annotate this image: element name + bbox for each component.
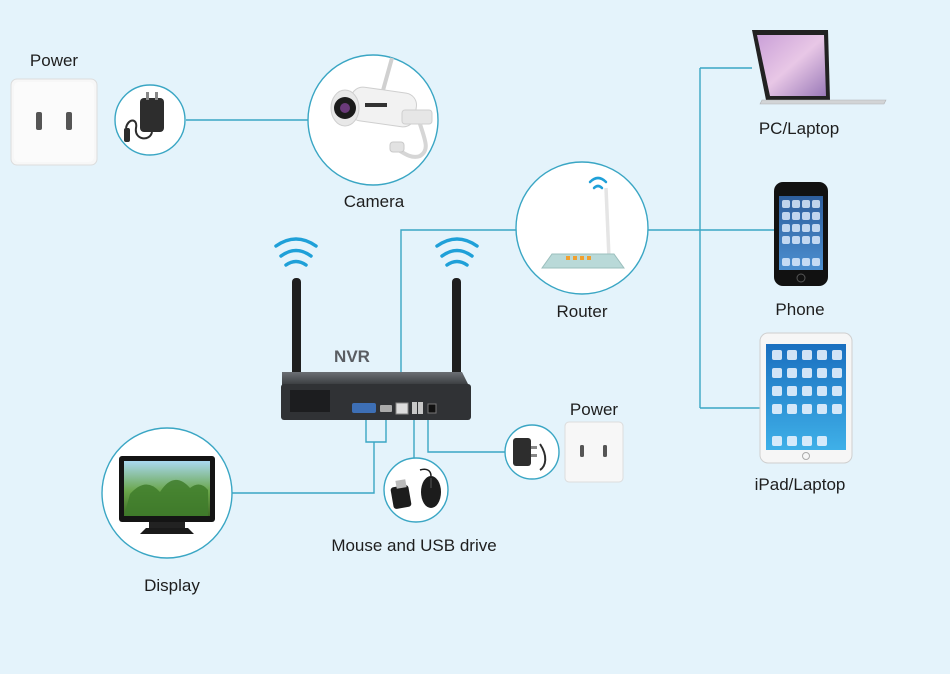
line-nvr-power [427,420,506,453]
router-device [515,161,649,295]
camera-label: Camera [343,192,405,211]
usb-port [418,402,423,414]
ipad-device [759,332,853,464]
mouse-usb-device [383,457,449,523]
usb-port [412,402,417,414]
power-label-top: Power [29,51,79,70]
display-device [101,427,233,559]
nvr-device [274,237,479,420]
display-label: Display [144,576,200,595]
pc-laptop-label: PC/Laptop [758,119,840,138]
phone-label: Phone [775,300,825,319]
phone-device [774,182,828,286]
line-nvr-video-bracket [365,420,387,443]
vga-port [352,403,376,413]
line-nvr-router [400,229,516,405]
lan-port [395,402,409,415]
power-outlet-bottom [564,421,624,483]
connector-lines [186,67,774,494]
mouse-usb-label: Mouse and USB drive [331,536,497,555]
wifi-icon [435,237,479,267]
ipad-laptop-label: iPad/Laptop [754,475,846,494]
nvr-label: NVR [334,347,370,366]
laptop-device [752,30,887,105]
wifi-icon [274,237,318,267]
power-adapter-top [114,84,186,156]
router-label: Router [556,302,608,321]
power-port [427,403,437,414]
power-label-bottom: Power [569,400,619,419]
nvr-antenna-right [452,278,461,398]
camera-device [307,54,439,186]
wifi-icon [588,176,608,190]
hdmi-port [380,405,392,412]
line-nvr-display [232,442,375,494]
nvr-antenna-left [292,278,301,398]
power-outlet-top [10,78,98,166]
power-adapter-bottom [504,424,560,480]
